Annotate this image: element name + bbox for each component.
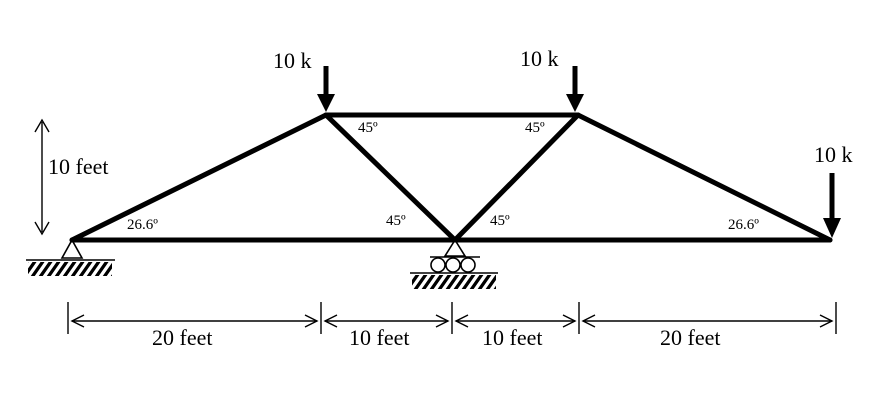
load-arrow-3: [823, 173, 841, 238]
span-label-2: 10 feet: [349, 325, 409, 350]
center-right-diagonal-member: [452, 112, 581, 243]
span-label-4: 20 feet: [660, 325, 720, 350]
span-dimension-lines: [67, 302, 837, 334]
load-arrow-2: [566, 66, 584, 112]
load-label-2: 10 k: [520, 46, 559, 71]
angle-label-bottom-center-left: 45º: [386, 213, 406, 229]
left-diagonal-member: [69, 112, 329, 243]
right-diagonal-member: [575, 112, 833, 243]
center-left-diagonal-member: [323, 112, 458, 243]
load-label-3: 10 k: [814, 142, 853, 167]
angle-label-left-support: 26.6º: [127, 217, 158, 233]
height-label: 10 feet: [48, 154, 108, 179]
load-label-1: 10 k: [273, 48, 312, 73]
truss-members: [69, 112, 833, 243]
ground-hatch-center: [412, 275, 496, 289]
span-label-1: 20 feet: [152, 325, 212, 350]
angle-label-top-right: 45º: [525, 120, 545, 136]
ground-hatch-left: [28, 262, 112, 276]
angle-label-right-tip: 26.6º: [728, 217, 759, 233]
height-dimension-arrow: [34, 118, 50, 236]
angle-label-top-left: 45º: [358, 120, 378, 136]
angle-label-bottom-center-right: 45º: [490, 213, 510, 229]
pin-support: [26, 238, 115, 276]
load-arrow-1: [317, 66, 335, 112]
span-label-3: 10 feet: [482, 325, 542, 350]
roller-support: [410, 238, 498, 289]
